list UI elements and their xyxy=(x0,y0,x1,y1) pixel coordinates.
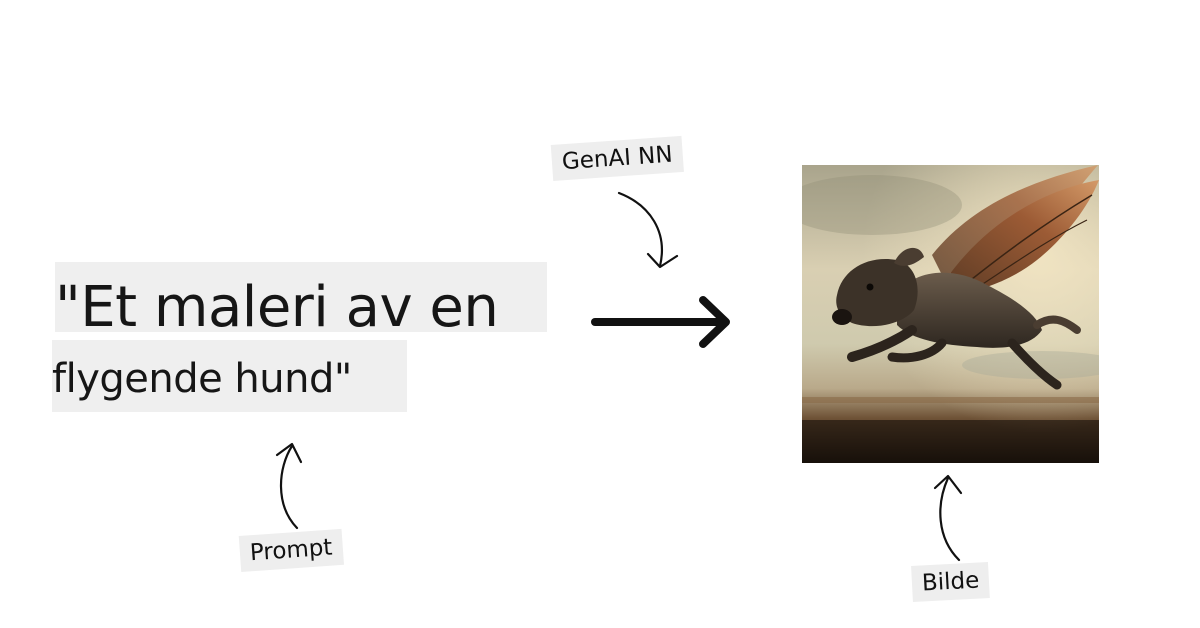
wing-front xyxy=(942,180,1099,295)
dog xyxy=(832,247,1081,390)
prompt-text-line-1: "Et maleri av en xyxy=(55,262,547,332)
generated-image xyxy=(802,165,1099,463)
prompt-text-line-2: flygende hund" xyxy=(52,340,407,412)
curved-arrow-up-icon xyxy=(933,474,963,562)
curved-arrow-up-icon xyxy=(275,442,303,530)
curved-arrow-down-icon xyxy=(617,191,679,269)
arrow-right-icon xyxy=(591,296,730,348)
